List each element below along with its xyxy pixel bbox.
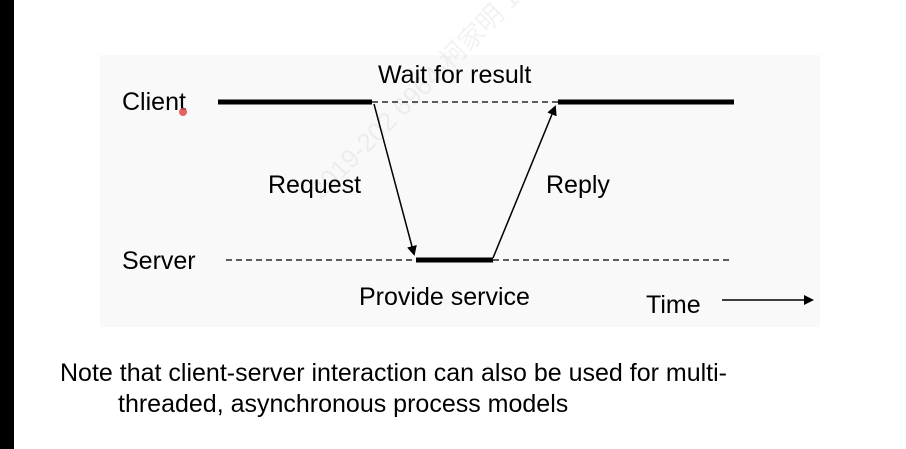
note-line-2: threaded, asynchronous process models	[118, 390, 569, 418]
request-label: Request	[268, 171, 361, 199]
note-text: Note that client-server interaction can …	[60, 358, 880, 420]
server-label: Server	[122, 247, 196, 275]
pointer-dot	[179, 108, 187, 116]
time-label: Time	[646, 291, 701, 319]
note-line-1: Note that client-server interaction can …	[60, 359, 727, 387]
left-edge-bar	[0, 0, 14, 449]
provide-service-label: Provide service	[359, 283, 530, 311]
reply-arrow	[492, 105, 557, 259]
wait-for-result-label: Wait for result	[378, 61, 531, 89]
client-label: Client	[122, 88, 186, 116]
request-arrow	[373, 103, 417, 256]
reply-label: Reply	[546, 171, 610, 199]
